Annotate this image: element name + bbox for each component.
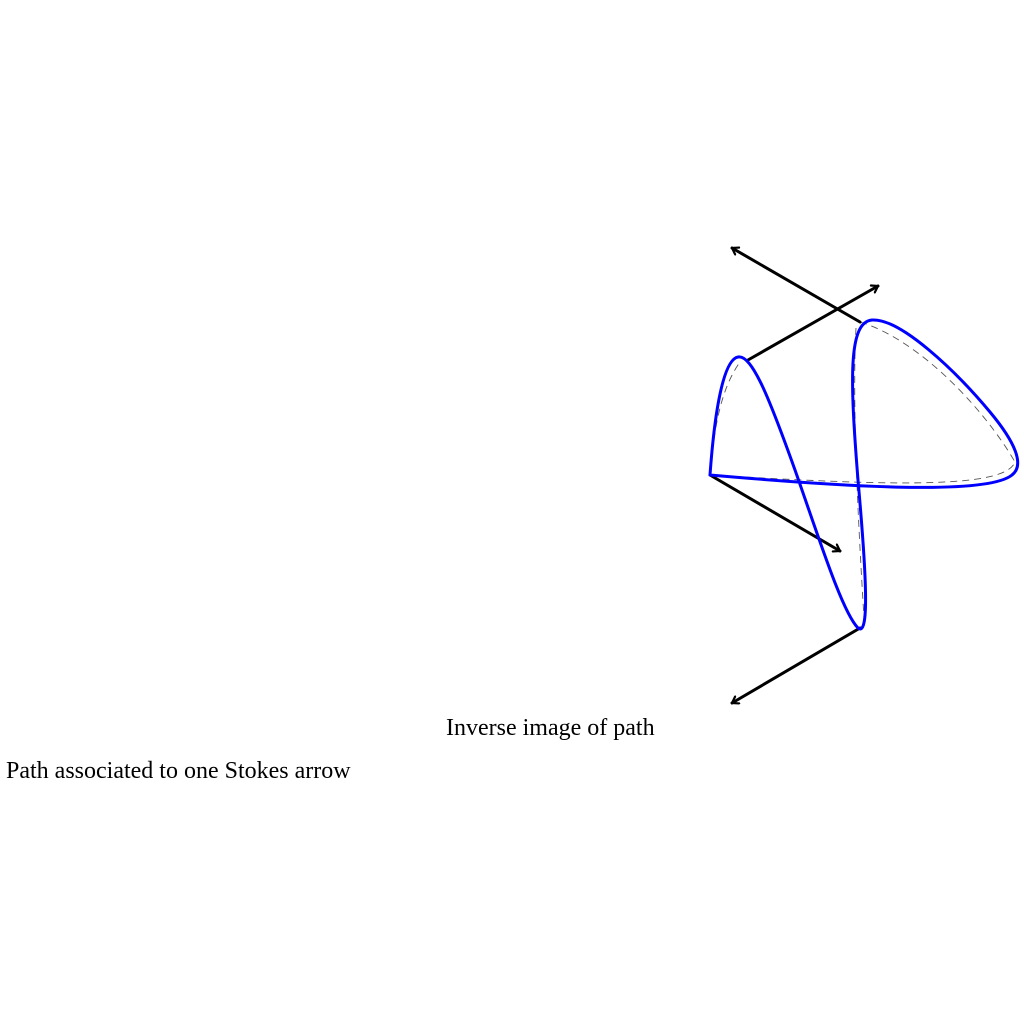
stokes-path-label: Path associated to one Stokes arrow [6,758,351,784]
inverse-image-curve [708,318,1020,631]
arrow-upper-left [730,248,862,324]
dashed-right-lobe [709,321,1016,484]
arrow-upper-right [746,286,880,362]
dashed-reference-curves [709,321,1016,619]
arrow-lower [730,626,862,703]
stokes-arrows [708,248,880,703]
inverse-image-label: Inverse image of path [446,715,655,741]
